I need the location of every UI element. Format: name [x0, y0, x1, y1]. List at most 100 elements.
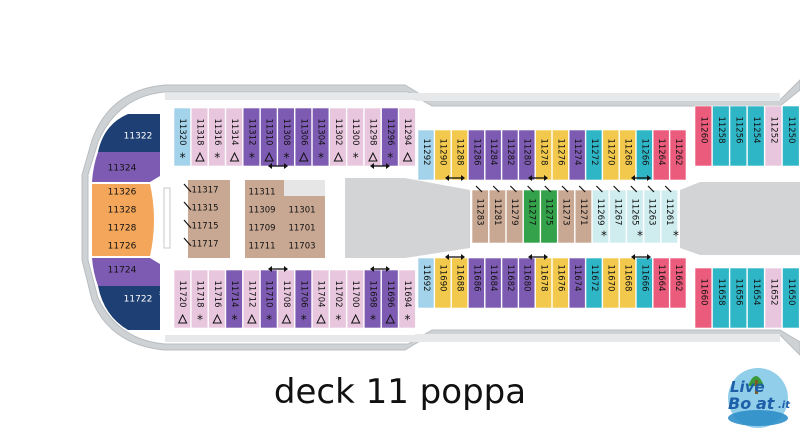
cabin-11304 — [312, 107, 330, 167]
connecting-arrow-head-l — [528, 254, 532, 260]
cabin-mark-triangle — [333, 151, 344, 162]
cabin-label-11700: 11700 — [350, 280, 360, 307]
cabin-11656 — [729, 267, 748, 329]
cabin-label-11269: 11269 — [595, 198, 605, 225]
cabin-11316 — [208, 107, 226, 167]
cabin-11268 — [619, 129, 636, 181]
cabin-mark-triangle — [247, 313, 257, 324]
cabin-label-11674: 11674 — [572, 264, 582, 291]
connecting-arrow-head-l — [631, 175, 635, 181]
door-marker — [475, 185, 483, 193]
cabin-mark-triangle — [229, 151, 240, 162]
cabin-mark-star: * — [637, 229, 643, 243]
cabin-label-11284: 11284 — [488, 138, 498, 165]
cabin-label-11296: 11296 — [385, 118, 395, 145]
cabin-mark-triangle — [368, 151, 378, 162]
cabin-11676 — [552, 257, 569, 309]
cabin-11652 — [764, 267, 783, 329]
cabin-mark-star: * — [601, 229, 607, 243]
cabin-11682 — [501, 257, 519, 309]
cabin-mark-star: * — [370, 313, 376, 327]
cabin-label-11717: 11717 — [191, 240, 218, 250]
cabin-11688 — [451, 257, 468, 309]
door-marker — [492, 185, 500, 193]
connecting-arrow-head-r — [544, 254, 548, 260]
corridor-aft — [345, 178, 470, 258]
cabin-label-11314: 11314 — [229, 118, 239, 145]
cabin-label-11650: 11650 — [786, 278, 796, 305]
cabin-label-11273: 11273 — [561, 198, 571, 225]
cabin-label-11726: 11726 — [108, 242, 137, 252]
cabin-label-11286: 11286 — [471, 138, 481, 165]
cabin-mark-triangle — [350, 313, 361, 324]
cabin-mark-star: * — [283, 151, 289, 165]
cabin-11680 — [518, 257, 536, 309]
cabin-label-11662: 11662 — [673, 264, 683, 291]
cabin-11324 — [92, 152, 160, 182]
cabin-11712 — [242, 269, 260, 329]
cabin-11264 — [652, 129, 670, 181]
inner-block-a — [188, 180, 230, 258]
cabin-11258 — [712, 105, 730, 167]
cabin-11692 — [417, 257, 435, 309]
cabin-label-11709: 11709 — [248, 224, 275, 234]
door-marker — [595, 185, 603, 193]
door-marker — [183, 219, 192, 229]
cabin-label-11326: 11326 — [108, 188, 137, 198]
connecting-arrow-head-r — [647, 254, 651, 260]
cabin-label-11267: 11267 — [612, 198, 622, 225]
connecting-arrow-head-r — [386, 266, 390, 272]
cabin-label-11302: 11302 — [333, 118, 343, 145]
cabin-label-11716: 11716 — [212, 280, 222, 307]
door-marker — [183, 237, 192, 247]
connecting-arrow-head-r — [544, 175, 548, 181]
cabin-11716 — [208, 269, 226, 329]
cabin-label-11272: 11272 — [589, 138, 599, 165]
cabin-11252 — [764, 105, 783, 167]
cabin-label-11301: 11301 — [288, 206, 315, 216]
logo-text-live: Live — [730, 378, 765, 396]
corridor-fwd — [680, 182, 800, 255]
cabin-11720 — [173, 269, 191, 329]
cabin-label-11706: 11706 — [298, 280, 308, 307]
cabin-label-11292: 11292 — [421, 138, 431, 165]
cabin-label-11268: 11268 — [623, 138, 633, 165]
cabin-label-11256: 11256 — [733, 116, 743, 143]
cabin-label-11728: 11728 — [108, 224, 137, 234]
cabin-11662 — [669, 257, 687, 309]
cabin-11280 — [518, 129, 536, 181]
cabin-11672 — [585, 257, 603, 309]
cabin-11272 — [585, 129, 603, 181]
cabin-11668 — [619, 257, 636, 309]
cabin-mark-star: * — [673, 229, 679, 243]
orange-suite-block — [92, 184, 154, 256]
cabin-mark-star: * — [249, 151, 255, 165]
cabin-mark-triangle — [298, 151, 309, 162]
cabin-label-11274: 11274 — [572, 138, 582, 165]
cabin-mark-star: * — [214, 151, 220, 165]
cabin-label-11714: 11714 — [229, 280, 239, 307]
cabin-11306 — [294, 107, 312, 167]
cabin-label-11698: 11698 — [367, 280, 377, 307]
cabin-mark-star: * — [301, 313, 307, 327]
logo-text-at: at — [756, 394, 775, 413]
cabin-label-11316: 11316 — [212, 118, 222, 145]
cabin-label-11696: 11696 — [385, 280, 395, 307]
cabin-label-11271: 11271 — [578, 198, 588, 225]
cabin-label-11260: 11260 — [698, 116, 708, 143]
cabin-11664 — [652, 257, 670, 309]
cabin-label-11275: 11275 — [544, 198, 554, 225]
cabin-11300 — [346, 107, 364, 167]
cabin-11722 — [98, 286, 160, 330]
cabin-11724 — [92, 258, 160, 286]
cabin-11654 — [747, 267, 765, 329]
cabin-label-11264: 11264 — [656, 138, 666, 165]
cabin-11290 — [434, 129, 452, 181]
cabin-label-11318: 11318 — [194, 118, 204, 145]
cabin-11690 — [434, 257, 452, 309]
cabin-11276 — [552, 129, 569, 181]
door-marker — [630, 185, 638, 193]
cabin-mark-star: * — [353, 151, 359, 165]
cabin-11658 — [712, 267, 730, 329]
cabin-label-11666: 11666 — [639, 264, 649, 291]
